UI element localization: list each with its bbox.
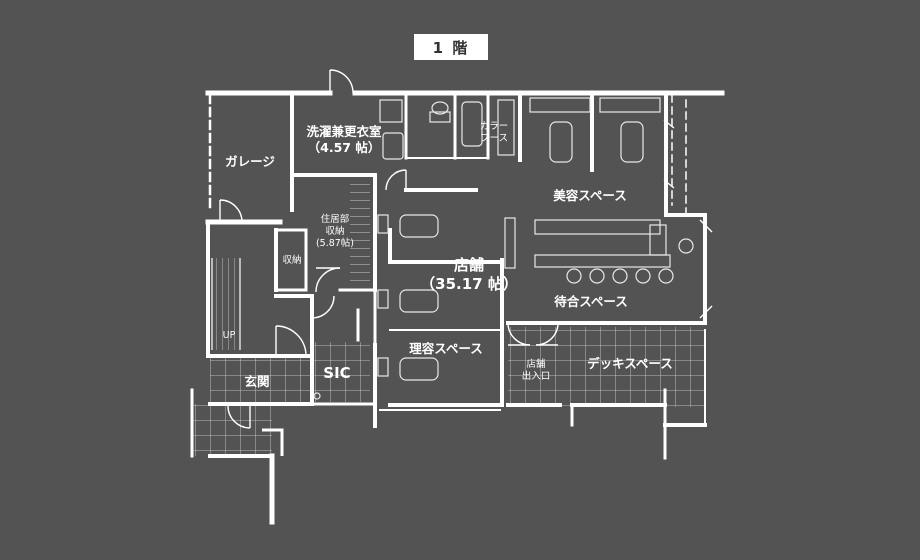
floor-title: 1 階: [414, 34, 488, 60]
color-booth-label: カラー ブース: [476, 121, 512, 145]
laundry-room-area: （4.57 帖）: [307, 139, 381, 155]
shop-entrance-line1: 店舗: [526, 359, 546, 370]
storage-residence-label: 住居部 収納 (5.87帖): [306, 214, 364, 250]
deck-space-label: デッキスペース: [587, 356, 673, 371]
porch-steps: [262, 428, 284, 456]
color-booth-line2: ブース: [479, 132, 509, 144]
shop-name: 店舗: [453, 256, 484, 274]
shop-area: （35.17 帖）: [420, 274, 518, 293]
storage-residence-line1: 住居部: [320, 214, 350, 225]
beauty-space-label: 美容スペース: [553, 188, 627, 203]
porch-tile-floor: [192, 404, 272, 456]
sic-label: SIC: [323, 364, 351, 382]
barber-space-label: 理容スペース: [409, 341, 483, 356]
up-label: UP: [222, 330, 236, 341]
waiting-space-label: 待合スペース: [554, 294, 628, 309]
shop-entrance-label: 店舗 出入口: [516, 359, 556, 383]
fixtures: [313, 97, 694, 400]
shop-label: 店舗 （35.17 帖）: [414, 256, 524, 294]
storage-shelf-hatch: [350, 178, 370, 288]
staircase: [212, 258, 240, 350]
entrance-tile-floor: [210, 356, 310, 404]
storage-label: 収納: [282, 255, 302, 266]
shop-entrance-line2: 出入口: [521, 370, 551, 382]
garage-label: ガレージ: [225, 154, 275, 169]
color-booth-line1: カラー: [479, 121, 509, 132]
deck-tile-floor: [508, 327, 704, 407]
laundry-room-name: 洗濯兼更衣室: [306, 124, 382, 139]
sic-tile-floor: [312, 342, 370, 402]
laundry-room-label: 洗濯兼更衣室 （4.57 帖）: [296, 124, 392, 155]
storage-residence-line3: (5.87帖): [315, 237, 355, 249]
doors: [219, 69, 713, 429]
entrance-label: 玄関: [244, 374, 270, 389]
storage-residence-line2: 収納: [325, 225, 345, 237]
